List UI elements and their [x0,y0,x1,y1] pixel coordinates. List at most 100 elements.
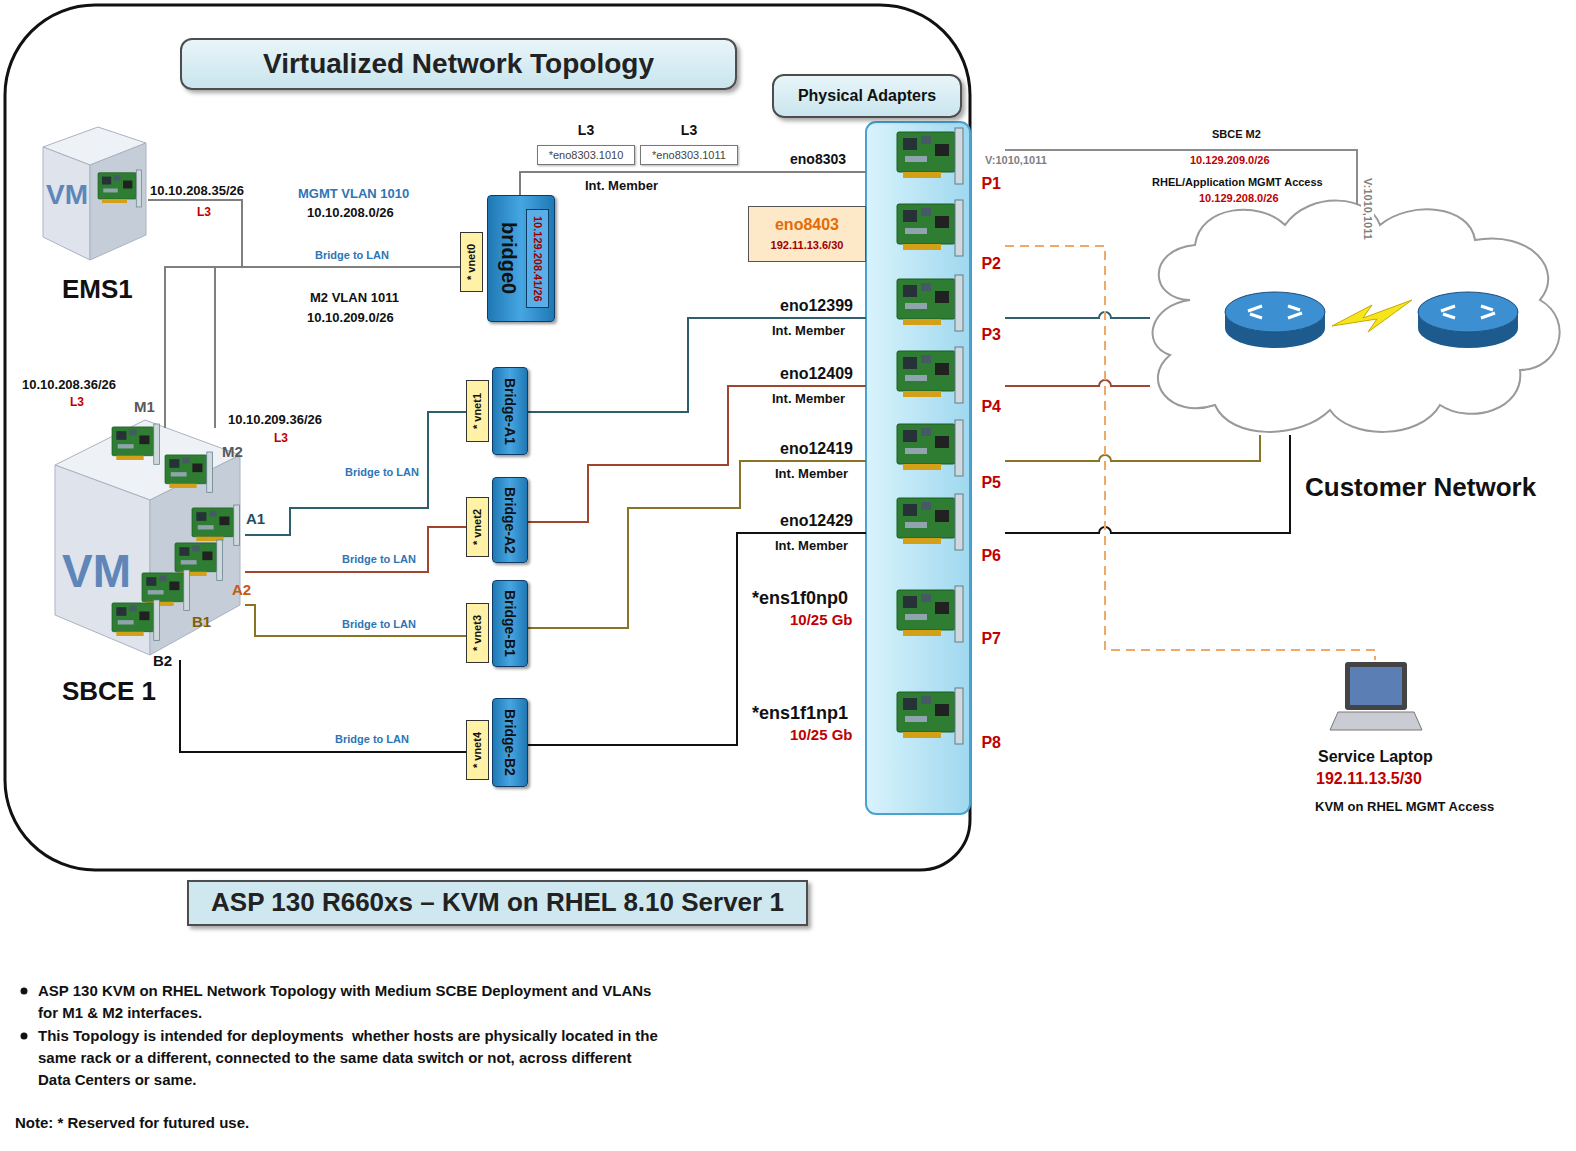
section-label: Physical Adapters [772,74,962,118]
wire-label: eno12419 [780,439,853,458]
router-top [1418,292,1518,332]
connector [245,412,466,535]
node-text: Service Laptop [1318,748,1433,766]
annotation: B2 [153,652,172,670]
wire-label: Bridge to LAN [345,466,419,479]
router-top [1225,292,1325,332]
node-text: L3 [538,122,634,138]
cube-face [90,143,146,260]
vnet-port: * vnet1 [466,380,489,442]
node-text: P1 [981,175,1001,193]
nic-port: P2 [866,200,1005,273]
title-text: Virtualized Network Topology [263,48,654,80]
nic-port: P7 [866,586,1005,648]
annotation: RHEL/Application MGMT Access [1152,176,1323,189]
caption-text: ASP 130 R660xs – KVM on RHEL 8.10 Server… [211,888,784,918]
wan-link [1332,300,1412,332]
node-text: SBCE 1 [62,677,156,707]
annotation: Int. Member [775,538,848,554]
bullet [21,1033,28,1040]
connector [1005,150,1357,205]
annotation: M2 [222,443,243,461]
laptop-screen [1345,662,1407,710]
caption-box: ASP 130 R660xs – KVM on RHEL 8.10 Server… [187,880,808,926]
connector [245,605,466,636]
bridge-box: Bridge-A1 [492,367,528,455]
node-text: P5 [981,474,1001,492]
annotation: L3 [197,205,211,219]
network-cloud: Customer Network [1150,205,1560,435]
node-text: * vnet3 [471,615,484,651]
bridge-box: bridge0 10.129.208.41/26 [487,195,555,322]
bridge-box: Bridge-B1 [492,580,528,667]
interface-box: L3*eno8303.1010 [537,145,635,165]
router-arrows [1441,306,1495,318]
node-text: P2 [981,255,1001,273]
vnet-port: * vnet2 [466,497,489,557]
server-outline [5,5,970,870]
node-text: Bridge-B1 [502,590,518,657]
vnet-port: * vnet4 [466,720,489,780]
annotation: M2 VLAN 1011 [310,290,399,306]
node-text: Physical Adapters [798,87,936,105]
annotation: ASP 130 KVM on RHEL Network Topology wit… [38,980,653,1024]
nic-card [897,200,963,256]
nic-card [112,424,160,464]
annotation: 10.10.208.35/26 [150,183,244,199]
nic-card [897,494,963,550]
node-text: VM [62,548,131,594]
node-text: VM [46,181,88,209]
node-text: *eno8303.1011 [652,149,726,162]
annotation: 10.129.208.0/26 [1199,192,1279,205]
node-text: P7 [981,630,1001,648]
node-text: * vnet2 [471,509,484,545]
annotation: 10/25 Gb [790,726,853,744]
node-text: P3 [981,326,1001,344]
nic-card [897,128,963,184]
nic-card [165,452,213,492]
connector [1005,435,1290,533]
node-text: * vnet1 [471,393,484,429]
connector [1005,246,1375,660]
node-text: Bridge-B2 [502,709,518,776]
annotation: This Topology is intended for deployment… [38,1025,663,1091]
wire-label: Bridge to LAN [342,553,416,566]
nic-card [98,170,142,207]
connector [528,533,866,745]
node-text: 192.11.13.5/30 [1316,770,1422,788]
nic-card [897,586,963,642]
connector [180,660,466,752]
annotation: 10.10.209.36/26 [228,412,322,428]
interface-box: L3*eno8303.1011 [640,145,738,165]
connector [1005,435,1260,461]
nic-port: P1 [866,128,1005,193]
network-cloud [1153,201,1560,432]
annotation: B1 [192,613,211,631]
vnet-port: * vnet3 [466,603,489,663]
annotation: Int. Member [772,323,845,339]
node-text: L3 [641,122,737,138]
node-text: Bridge-A1 [502,378,518,445]
cube-face [43,147,90,260]
annotation: 10/25 Gb [790,611,853,629]
nic-card [897,688,963,744]
bullet [21,988,28,995]
wire-label: eno12429 [780,511,853,530]
wire-label: eno12409 [780,364,853,383]
node-text: 10.129.208.41/26 [526,209,549,309]
router-arrows [1248,306,1302,318]
nic-port: P8 [866,688,1005,752]
connector [528,318,866,412]
annotation: V:1010,1011 [1361,176,1374,242]
node-text: Customer Network [1305,473,1536,503]
wire-label: Bridge to LAN [315,249,389,262]
nic-card [897,275,963,331]
connector [1005,380,1150,386]
node-text: Bridge-A2 [502,487,518,554]
adapter-panel [866,122,970,814]
title-box: Virtualized Network Topology [180,38,737,90]
virtual-machine: VMSBCE 1 [50,428,245,660]
node-text: bridge0 [497,222,520,294]
connector [528,461,866,628]
